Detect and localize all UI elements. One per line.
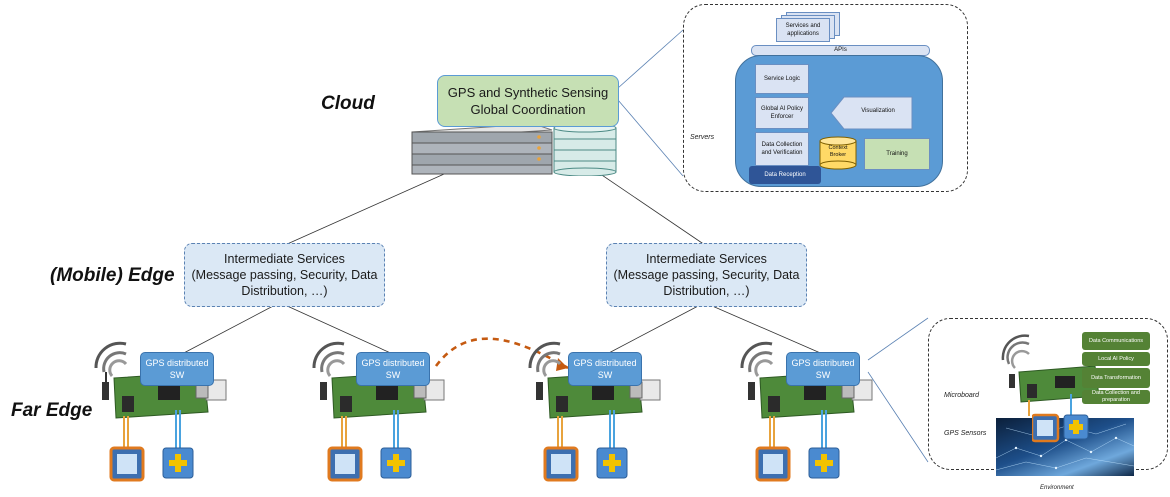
visualization-label: Visualization bbox=[861, 108, 895, 114]
gps-sw-box-2: GPS distributed SW bbox=[356, 352, 430, 386]
cloud-coordination-box: GPS and Synthetic Sensing Global Coordin… bbox=[437, 75, 619, 127]
module-data-transformation: Data Transformation bbox=[1082, 368, 1150, 388]
intermediate-line3: Distribution, …) bbox=[663, 284, 750, 298]
server-rack-icon bbox=[411, 123, 617, 176]
intermediate-title: Intermediate Services bbox=[646, 252, 767, 266]
module-data-communications: Data Communications bbox=[1082, 332, 1150, 350]
microboard-icon bbox=[94, 341, 227, 482]
microboard-label: Microboard bbox=[944, 392, 980, 399]
database-icon bbox=[553, 123, 617, 176]
tier-edge: (Mobile) Edge bbox=[50, 265, 175, 286]
gps-sw-box-3: GPS distributed SW bbox=[568, 352, 642, 386]
sw-line2: SW bbox=[815, 370, 831, 380]
context-broker-label: Context Broker bbox=[828, 145, 848, 158]
sensor-chip-icon bbox=[808, 447, 840, 479]
sw-line1: GPS distributed bbox=[791, 358, 855, 368]
sensor-chip-icon bbox=[596, 447, 628, 479]
tier-far-edge: Far Edge bbox=[11, 400, 93, 421]
servers-label: Servers bbox=[690, 134, 715, 141]
sensor-chip-icon bbox=[162, 447, 194, 479]
intermediate-line2: (Message passing, Security, Data bbox=[191, 268, 378, 282]
peer-link bbox=[434, 337, 569, 370]
intermediate-title: Intermediate Services bbox=[224, 252, 345, 266]
environment-label: Environment bbox=[1040, 485, 1074, 491]
training-box: Training bbox=[864, 138, 930, 170]
cloud-box-line1: GPS and Synthetic Sensing bbox=[447, 85, 609, 100]
intermediate-line3: Distribution, …) bbox=[241, 284, 328, 298]
gps-sw-box-4: GPS distributed SW bbox=[786, 352, 860, 386]
sw-line1: GPS distributed bbox=[573, 358, 637, 368]
sw-line2: SW bbox=[385, 370, 401, 380]
gps-sensors-label: GPS Sensors bbox=[944, 430, 987, 437]
intermediate-line2: (Message passing, Security, Data bbox=[613, 268, 800, 282]
gps-sw-box-1: GPS distributed SW bbox=[140, 352, 214, 386]
gnss-chip-icon bbox=[543, 446, 579, 482]
sw-line1: GPS distributed bbox=[145, 358, 209, 368]
sensor-chip-icon bbox=[380, 447, 412, 479]
sw-line1: GPS distributed bbox=[361, 358, 425, 368]
microboard-chips-icon bbox=[1032, 413, 1089, 443]
services-applications-box: Services and applications bbox=[776, 18, 830, 42]
servers-detail-panel bbox=[683, 4, 968, 192]
cloud-box-line2: Global Coordination bbox=[470, 102, 586, 117]
data-collection-box: Data Collection and Verification bbox=[755, 132, 809, 166]
context-broker-cylinder-icon bbox=[819, 136, 857, 170]
data-reception-box: Data Reception bbox=[749, 166, 821, 184]
visualization-shape bbox=[830, 96, 913, 130]
intermediate-services-box-left: Intermediate Services (Message passing, … bbox=[184, 243, 385, 307]
gnss-chip-icon bbox=[327, 446, 363, 482]
gnss-chip-icon bbox=[755, 446, 791, 482]
policy-enforcer-box: Global AI Policy Enforcer bbox=[755, 97, 809, 129]
tier-cloud: Cloud bbox=[321, 93, 375, 114]
gnss-chip-icon bbox=[109, 446, 145, 482]
services-docs-icon: Services and applications bbox=[776, 12, 840, 42]
module-local-ai-policy: Local AI Policy bbox=[1082, 352, 1150, 366]
module-data-collection: Data Collection and preparation bbox=[1082, 390, 1150, 404]
sw-line2: SW bbox=[597, 370, 613, 380]
sw-line2: SW bbox=[169, 370, 185, 380]
service-logic-box: Service Logic bbox=[755, 64, 809, 94]
far-edge-device-1 bbox=[86, 330, 246, 490]
intermediate-services-box-right: Intermediate Services (Message passing, … bbox=[606, 243, 807, 307]
